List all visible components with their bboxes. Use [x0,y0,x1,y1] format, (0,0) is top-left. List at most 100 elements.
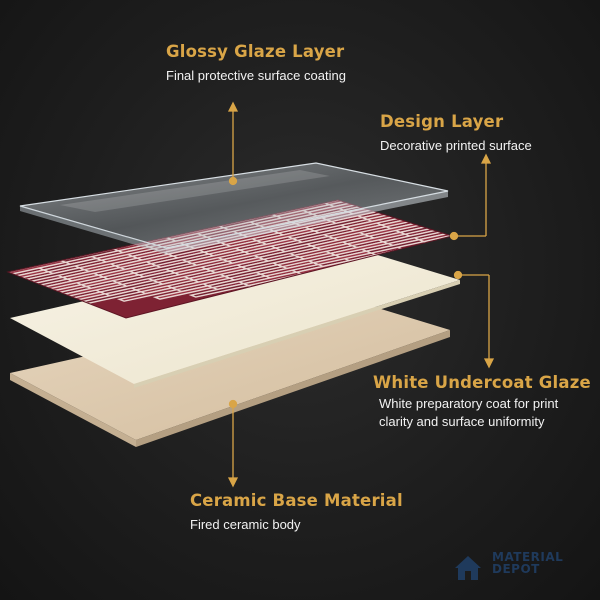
brick-tile [357,156,415,169]
brick-tile [470,206,506,215]
brick-tile [8,254,14,270]
design-layer-subtitle: Decorative printed surface [380,138,532,153]
brick-tile [8,278,35,294]
brick-tile [8,245,31,260]
brick-tile [595,184,600,197]
brick-tile [540,185,576,194]
brick-tile [536,151,572,160]
brick-tile [39,246,81,258]
logo-word-line1: MATERIAL [492,550,564,564]
brick-tile [525,205,583,218]
brick-tile [450,214,452,226]
brick-tile [393,154,451,167]
glossy-glaze-title: Glossy Glaze Layer [166,42,345,61]
brick-tile [414,216,452,228]
brick-tile [20,233,83,249]
white-undercoat-layer [10,243,460,388]
brick-tile [483,157,541,170]
brick-tile [8,252,50,268]
brick-tile [39,240,102,256]
brick-tile [447,159,505,172]
brick-tile [561,203,600,216]
brick-tile [466,166,524,179]
brick-tile [8,267,11,279]
ceramic-base-layer [10,298,450,447]
brick-tile [580,210,600,223]
brick-tile [527,228,563,237]
brick-tile [589,140,600,149]
brick-tile [576,177,600,190]
brick-tile [8,235,48,251]
brick-tile [472,217,530,230]
brick-tile [487,190,545,203]
brick-tile [553,136,600,149]
brick-tile [56,237,98,249]
brick-tile [557,169,600,182]
brick-tile [559,186,600,199]
ceramic-leader [227,399,239,488]
brick-tile [470,200,528,213]
brick-tile [542,196,600,209]
brick-tile [553,142,589,151]
brick-tile [536,145,594,158]
brick-tile [449,176,507,189]
brick-tile [357,161,393,170]
brick-tile [418,244,452,260]
brick-tile [395,203,452,219]
ceramic-base-callout: Ceramic Base Material Fired ceramic body [190,491,403,534]
brick-tile [8,291,32,303]
brick-tile [483,163,519,172]
brick-tile [8,241,26,253]
brick-tile [430,168,488,181]
brick-tile [485,174,543,187]
brick-tile [580,216,600,225]
brick-tile [578,194,600,207]
brick-tile [418,249,452,261]
brick-tile [506,198,564,211]
brick-tile [538,168,574,177]
brick-tile [430,174,466,183]
brick-tile [8,250,9,262]
ceramic-base-subtitle: Fired ceramic body [190,517,301,532]
brick-tile [557,175,593,184]
brick-tile [593,173,600,182]
brick-tile [9,293,72,309]
brick-tile [591,156,600,165]
brick-tile [506,204,542,213]
brick-tile [591,151,600,164]
brick-tile [433,217,452,233]
brick-tile [393,159,429,168]
brick-tile [572,143,600,156]
design-leader [449,153,492,241]
ceramic-base-title: Ceramic Base Material [190,491,403,510]
white-undercoat-title: White Undercoat Glaze [373,373,591,392]
brick-tile [395,209,437,220]
brick-tile [8,226,65,241]
material-depot-logo: MATERIAL DEPOT [462,551,563,575]
brick-tile [504,181,562,194]
brick-tile [572,149,600,158]
logo-word-line2: DEPOT [492,562,540,576]
brick-tile [574,160,600,173]
brick-tile [570,132,600,141]
brick-tile [376,163,434,176]
brick-tile [576,183,600,192]
brick-tile [37,229,79,241]
brick-tile [508,220,544,229]
brick-tile [593,167,600,180]
glossy-glaze-callout: Glossy Glaze Layer Final protective surf… [166,42,346,85]
brick-tile [540,179,598,192]
brick-tile [455,226,513,239]
brick-tile [555,153,600,166]
brick-tile [502,164,560,177]
brick-tile [431,201,452,217]
white-undercoat-callout: White Undercoat Glaze White preparatory … [373,373,595,431]
brick-tile [534,134,570,143]
brick-tile [8,288,18,303]
glossy-glaze-layer [19,162,449,254]
logo-house-icon [455,556,481,580]
brick-tile [525,211,561,220]
brick-tile [559,192,595,201]
brick-tile [561,209,597,218]
glossy-leader [227,101,239,186]
